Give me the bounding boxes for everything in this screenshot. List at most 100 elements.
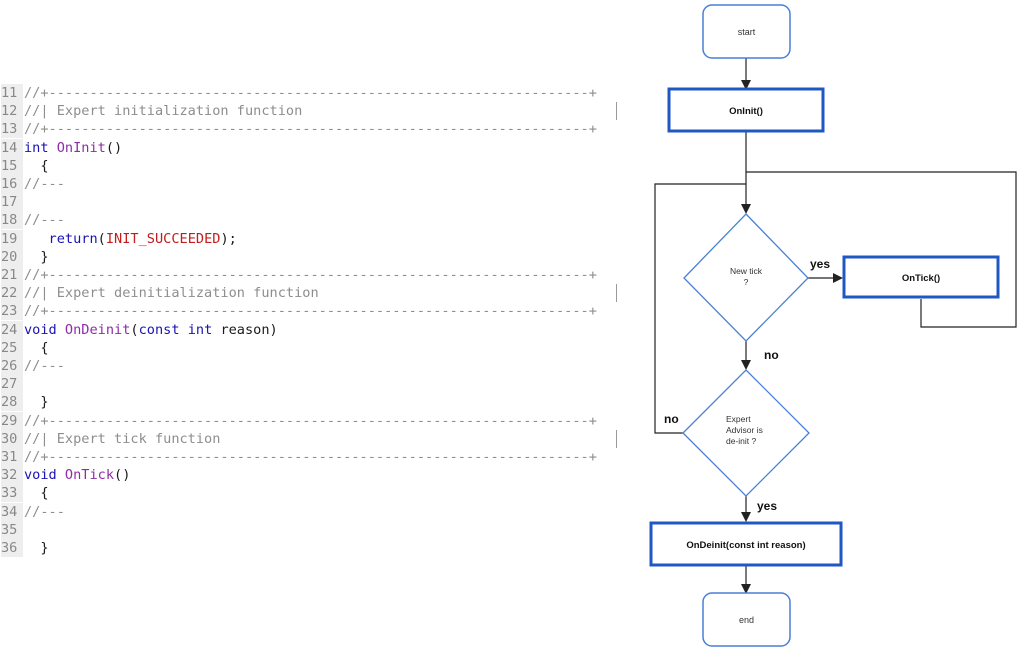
line-number: 32 bbox=[1, 466, 23, 485]
code-editor: 11//+-----------------------------------… bbox=[0, 84, 640, 557]
line-number: 22 bbox=[1, 284, 23, 303]
code-token: //--- bbox=[24, 212, 65, 229]
code-token: //+-------------------------------------… bbox=[24, 85, 597, 101]
code-text: //| Expert tick function bbox=[24, 430, 220, 448]
code-token: int bbox=[24, 139, 57, 156]
line-number: 15 bbox=[1, 156, 23, 175]
code-token: //+-------------------------------------… bbox=[24, 412, 597, 429]
code-text: } bbox=[24, 393, 49, 411]
code-text: //--- bbox=[24, 175, 65, 193]
code-line: 15 { bbox=[0, 156, 640, 175]
line-number: 30 bbox=[1, 429, 23, 448]
line-number: 11 bbox=[1, 84, 23, 102]
line-number: 33 bbox=[1, 484, 23, 503]
code-token: const int bbox=[138, 321, 221, 338]
line-number: 23 bbox=[1, 302, 23, 321]
code-text: { bbox=[24, 157, 48, 175]
code-token: ( bbox=[97, 230, 106, 247]
code-token: //| Expert initialization function bbox=[24, 103, 303, 120]
line-number: 13 bbox=[1, 120, 23, 139]
decision-deinit-line1: Expert bbox=[726, 414, 751, 424]
line-number: 24 bbox=[1, 320, 23, 339]
code-line: 33 { bbox=[0, 484, 640, 503]
code-token: //+-------------------------------------… bbox=[24, 303, 597, 320]
code-text: //--- bbox=[24, 357, 65, 375]
code-line: 29//+-----------------------------------… bbox=[0, 411, 640, 430]
line-number: 16 bbox=[1, 175, 23, 193]
decision-new-tick-line1: New tick bbox=[730, 266, 763, 276]
line-number: 31 bbox=[1, 448, 23, 466]
code-text: //--- bbox=[24, 503, 65, 521]
code-line: 16//--- bbox=[0, 175, 640, 193]
code-text: //| Expert initialization function bbox=[24, 102, 302, 120]
decision-new-tick: New tick ? bbox=[683, 213, 809, 342]
code-token: INIT_SUCCEEDED bbox=[105, 230, 221, 247]
code-token: () bbox=[105, 139, 123, 156]
code-line: 18//--- bbox=[0, 211, 640, 230]
line-number: 19 bbox=[1, 229, 23, 248]
code-text: void OnDeinit(const int reason) bbox=[24, 321, 278, 339]
code-line: 17 bbox=[0, 193, 640, 212]
code-text: } bbox=[24, 539, 48, 557]
code-line: 22//| Expert deinitialization function bbox=[0, 284, 640, 303]
comment-box-edge bbox=[616, 102, 617, 121]
line-number: 28 bbox=[1, 393, 23, 412]
ontick-node: OnTick() bbox=[842, 255, 1000, 299]
code-token: ); bbox=[220, 230, 237, 247]
code-text: void OnTick() bbox=[24, 466, 130, 484]
code-line: 20 } bbox=[0, 247, 640, 266]
code-token: //+-------------------------------------… bbox=[24, 121, 597, 138]
code-text: return(INIT_SUCCEEDED); bbox=[24, 230, 237, 248]
code-token: void bbox=[24, 467, 65, 484]
edge-no-loop-back bbox=[654, 183, 746, 434]
ondeinit-node: OnDeinit(const int reason) bbox=[649, 521, 843, 567]
ontick-label: OnTick() bbox=[902, 273, 940, 284]
edge-ontick-loop bbox=[746, 171, 1017, 328]
code-line: 28 } bbox=[0, 393, 640, 412]
code-text: //--- bbox=[24, 211, 65, 229]
line-number: 26 bbox=[1, 357, 23, 375]
line-number: 35 bbox=[1, 520, 23, 539]
decision-deinit: Expert Advisor is de-init ? bbox=[682, 369, 810, 497]
code-text: //| Expert deinitialization function bbox=[24, 284, 319, 302]
label-no-new-tick: no bbox=[764, 348, 779, 362]
code-token: //+-------------------------------------… bbox=[24, 449, 597, 465]
line-number: 20 bbox=[1, 247, 23, 266]
code-text: //+-------------------------------------… bbox=[24, 84, 597, 102]
code-token: } bbox=[24, 394, 49, 411]
code-token: return bbox=[24, 230, 98, 247]
code-token: OnTick bbox=[64, 467, 115, 484]
flow-connectors bbox=[654, 58, 1017, 594]
line-number: 36 bbox=[1, 539, 23, 557]
code-token: ( bbox=[130, 321, 139, 338]
line-number: 29 bbox=[1, 411, 23, 430]
code-text: //+-------------------------------------… bbox=[24, 412, 597, 430]
comment-box-edge bbox=[616, 429, 617, 448]
code-token: OnInit bbox=[56, 139, 106, 156]
line-number: 25 bbox=[1, 338, 23, 357]
end-label: end bbox=[739, 615, 754, 625]
line-number: 14 bbox=[1, 138, 23, 157]
code-line: 19 return(INIT_SUCCEEDED); bbox=[0, 229, 640, 248]
code-token: { bbox=[24, 485, 49, 502]
code-line: 13//+-----------------------------------… bbox=[0, 120, 640, 139]
code-line: 35 bbox=[0, 520, 640, 539]
label-yes-deinit: yes bbox=[757, 499, 777, 513]
decision-deinit-line3: de-init ? bbox=[726, 436, 757, 446]
code-text: //+-------------------------------------… bbox=[24, 266, 597, 284]
code-line: 11//+-----------------------------------… bbox=[0, 84, 640, 102]
code-text: { bbox=[24, 484, 49, 502]
end-node: end bbox=[702, 592, 791, 647]
start-node: start bbox=[702, 4, 791, 59]
code-line: 27 bbox=[0, 375, 640, 394]
code-token: } bbox=[24, 248, 49, 265]
code-token: () bbox=[114, 467, 131, 484]
label-no-deinit: no bbox=[664, 412, 679, 426]
code-line: 21//+-----------------------------------… bbox=[0, 266, 640, 284]
start-label: start bbox=[738, 27, 756, 37]
code-token: //--- bbox=[24, 176, 65, 192]
